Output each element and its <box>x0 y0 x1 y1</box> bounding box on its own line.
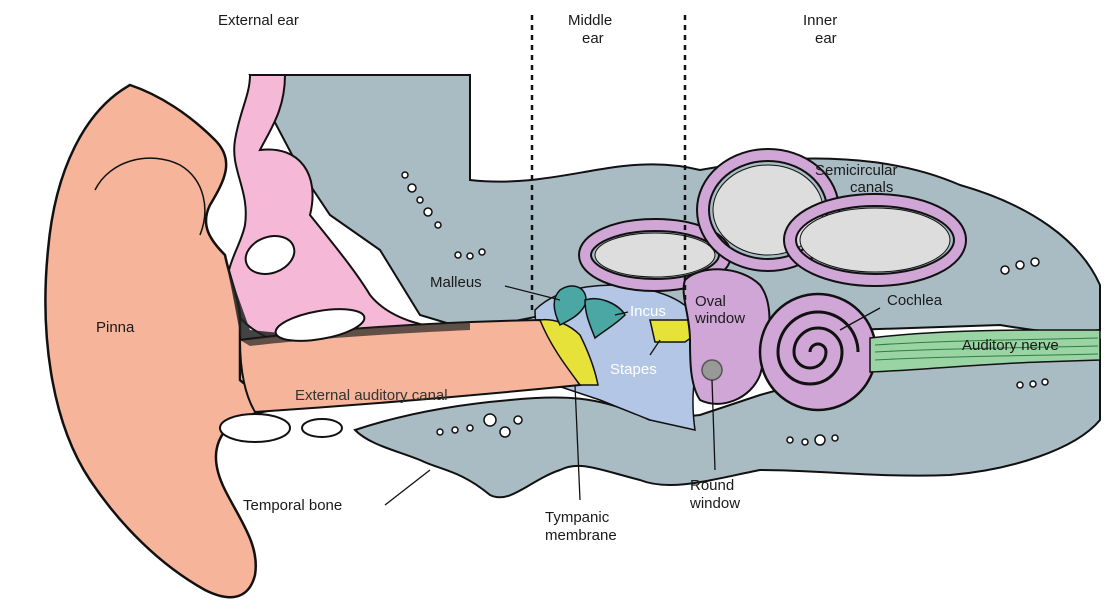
label-tympanic-membrane-line-2: membrane <box>545 527 617 544</box>
label-external-auditory-canal: External auditory canal <box>295 387 448 404</box>
lower-opening-1 <box>220 414 290 442</box>
region-inner-ear-line-2: ear <box>815 30 837 47</box>
region-middle-ear-line-1: Middle <box>568 12 612 29</box>
vestibule <box>684 269 770 404</box>
label-round-window-line-2: window <box>689 495 740 512</box>
label-round-window-line-1: Round <box>690 477 734 494</box>
region-external-ear: External ear <box>218 12 299 29</box>
temporal-bone-upper <box>250 75 1100 332</box>
label-semicircular-canals-line-2: canals <box>850 179 893 196</box>
label-stapes: Stapes <box>610 361 657 378</box>
region-inner-ear-line-1: Inner <box>803 12 837 29</box>
lower-opening-2 <box>302 419 342 437</box>
label-cochlea: Cochlea <box>887 292 943 309</box>
cochlea <box>760 294 876 410</box>
region-middle-ear-line-2: ear <box>582 30 604 47</box>
label-auditory-nerve: Auditory nerve <box>962 337 1059 354</box>
label-malleus: Malleus <box>430 274 482 291</box>
label-pinna: Pinna <box>96 319 135 336</box>
label-incus: Incus <box>630 303 666 320</box>
label-oval-window-line-2: window <box>694 310 745 327</box>
round-window <box>702 360 722 380</box>
label-temporal-bone: Temporal bone <box>243 497 342 514</box>
label-tympanic-membrane-line-1: Tympanic <box>545 509 610 526</box>
label-semicircular-canals-line-1: Semicircular <box>815 162 898 179</box>
label-oval-window-line-1: Oval <box>695 293 726 310</box>
